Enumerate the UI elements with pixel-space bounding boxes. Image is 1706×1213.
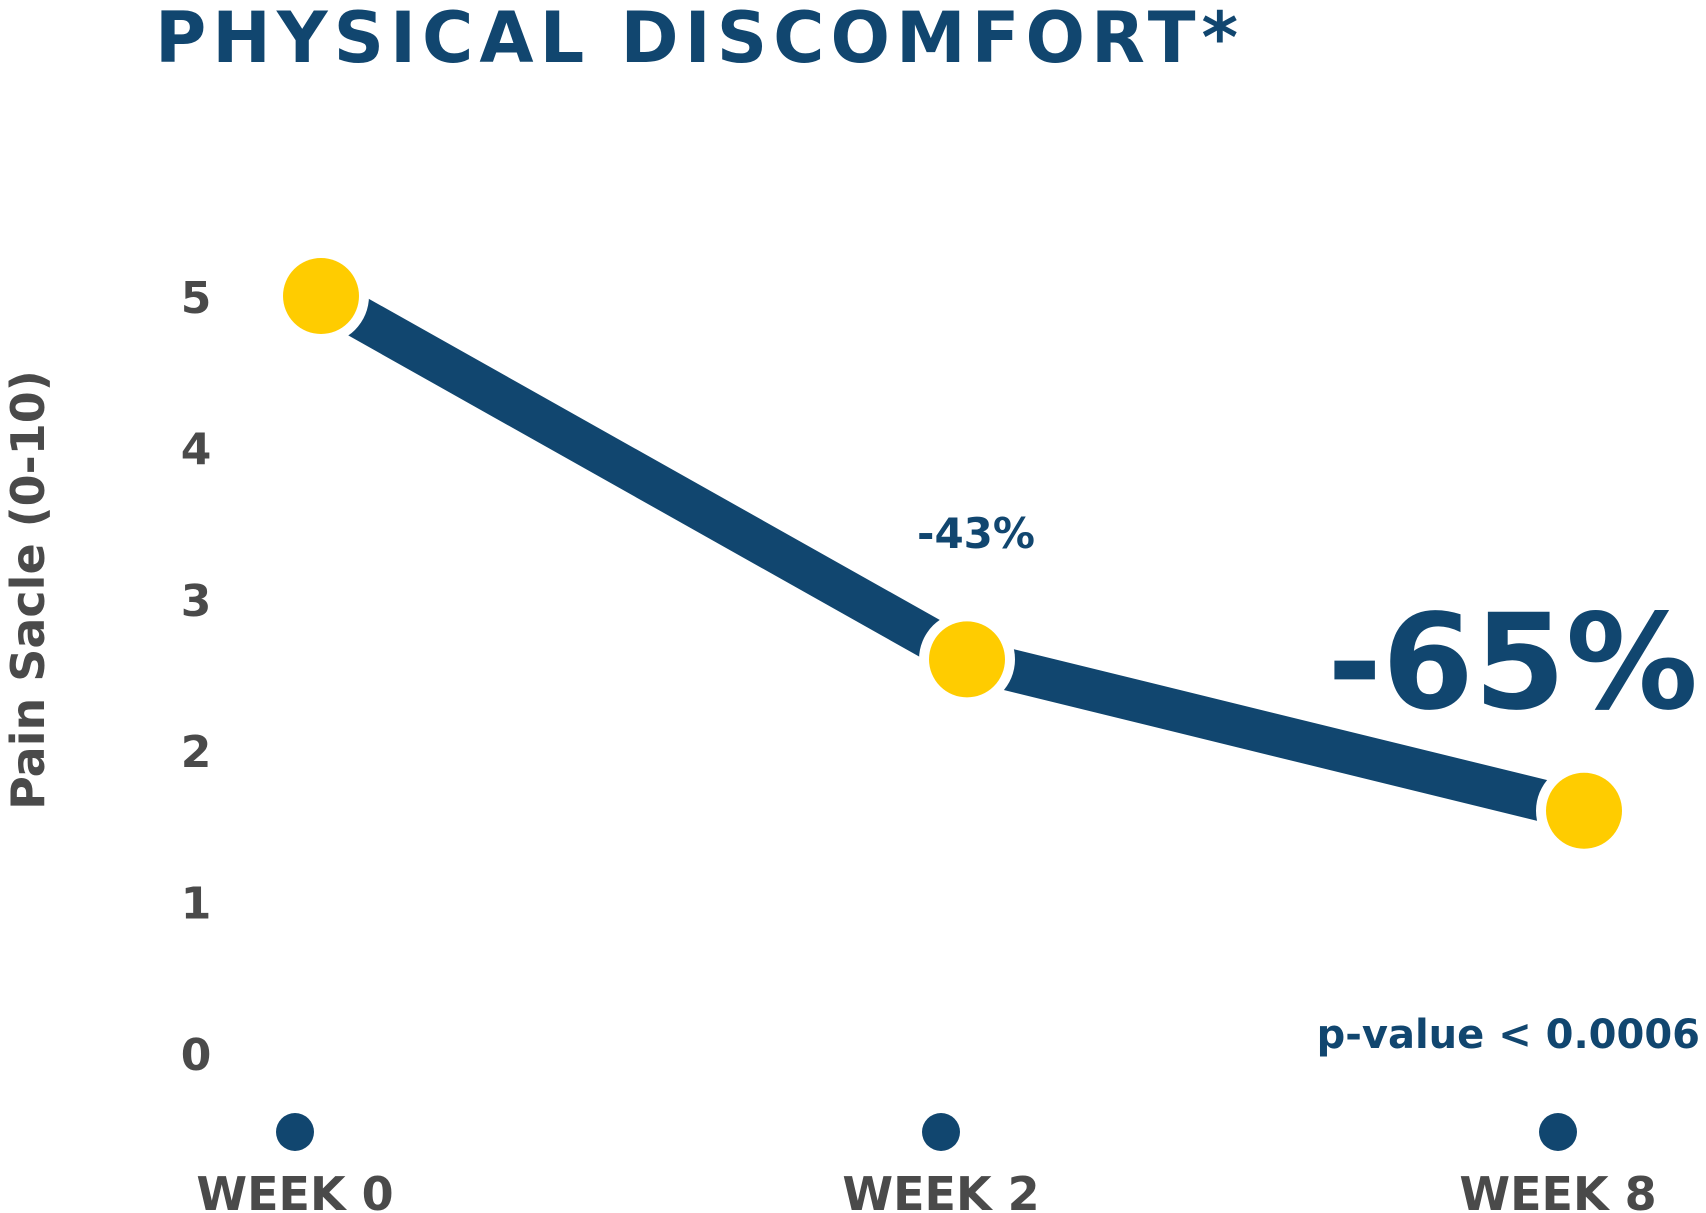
x-axis-dot-0 <box>276 1113 314 1151</box>
y-tick-1: 1 <box>181 879 212 930</box>
y-tick-3: 3 <box>181 576 212 627</box>
y-tick-4: 4 <box>181 424 212 475</box>
data-point-week-0 <box>283 258 359 334</box>
y-tick-5: 5 <box>181 273 212 324</box>
y-axis-label: Pain Sacle (0-10) <box>1 370 55 810</box>
week2-change-label: -43% <box>917 509 1035 558</box>
x-tick-week-8: WEEK 8 <box>1459 1167 1656 1213</box>
y-tick-0: 0 <box>181 1030 212 1081</box>
data-point-week-2 <box>929 621 1005 698</box>
x-tick-week-2: WEEK 2 <box>842 1167 1039 1213</box>
x-tick-week-0: WEEK 0 <box>196 1167 393 1213</box>
series-line-segment-1 <box>310 277 978 678</box>
week8-change-label: -65% <box>1327 586 1698 740</box>
series-lines <box>310 277 1590 832</box>
chart-title: PHYSICAL DISCOMFORT* <box>155 0 1244 79</box>
y-tick-2: 2 <box>181 727 212 778</box>
p-value-label: p-value < 0.0006 <box>1317 1012 1700 1058</box>
x-axis-dot-2 <box>1539 1113 1577 1151</box>
data-point-week-8 <box>1546 772 1622 849</box>
x-axis-dot-1 <box>922 1113 960 1151</box>
y-tick-labels: 0 1 2 3 4 5 <box>181 273 212 1081</box>
x-axis: WEEK 0 WEEK 2 WEEK 8 <box>196 1113 1657 1213</box>
series-line-segment-2 <box>961 638 1590 832</box>
data-markers <box>273 248 1632 859</box>
